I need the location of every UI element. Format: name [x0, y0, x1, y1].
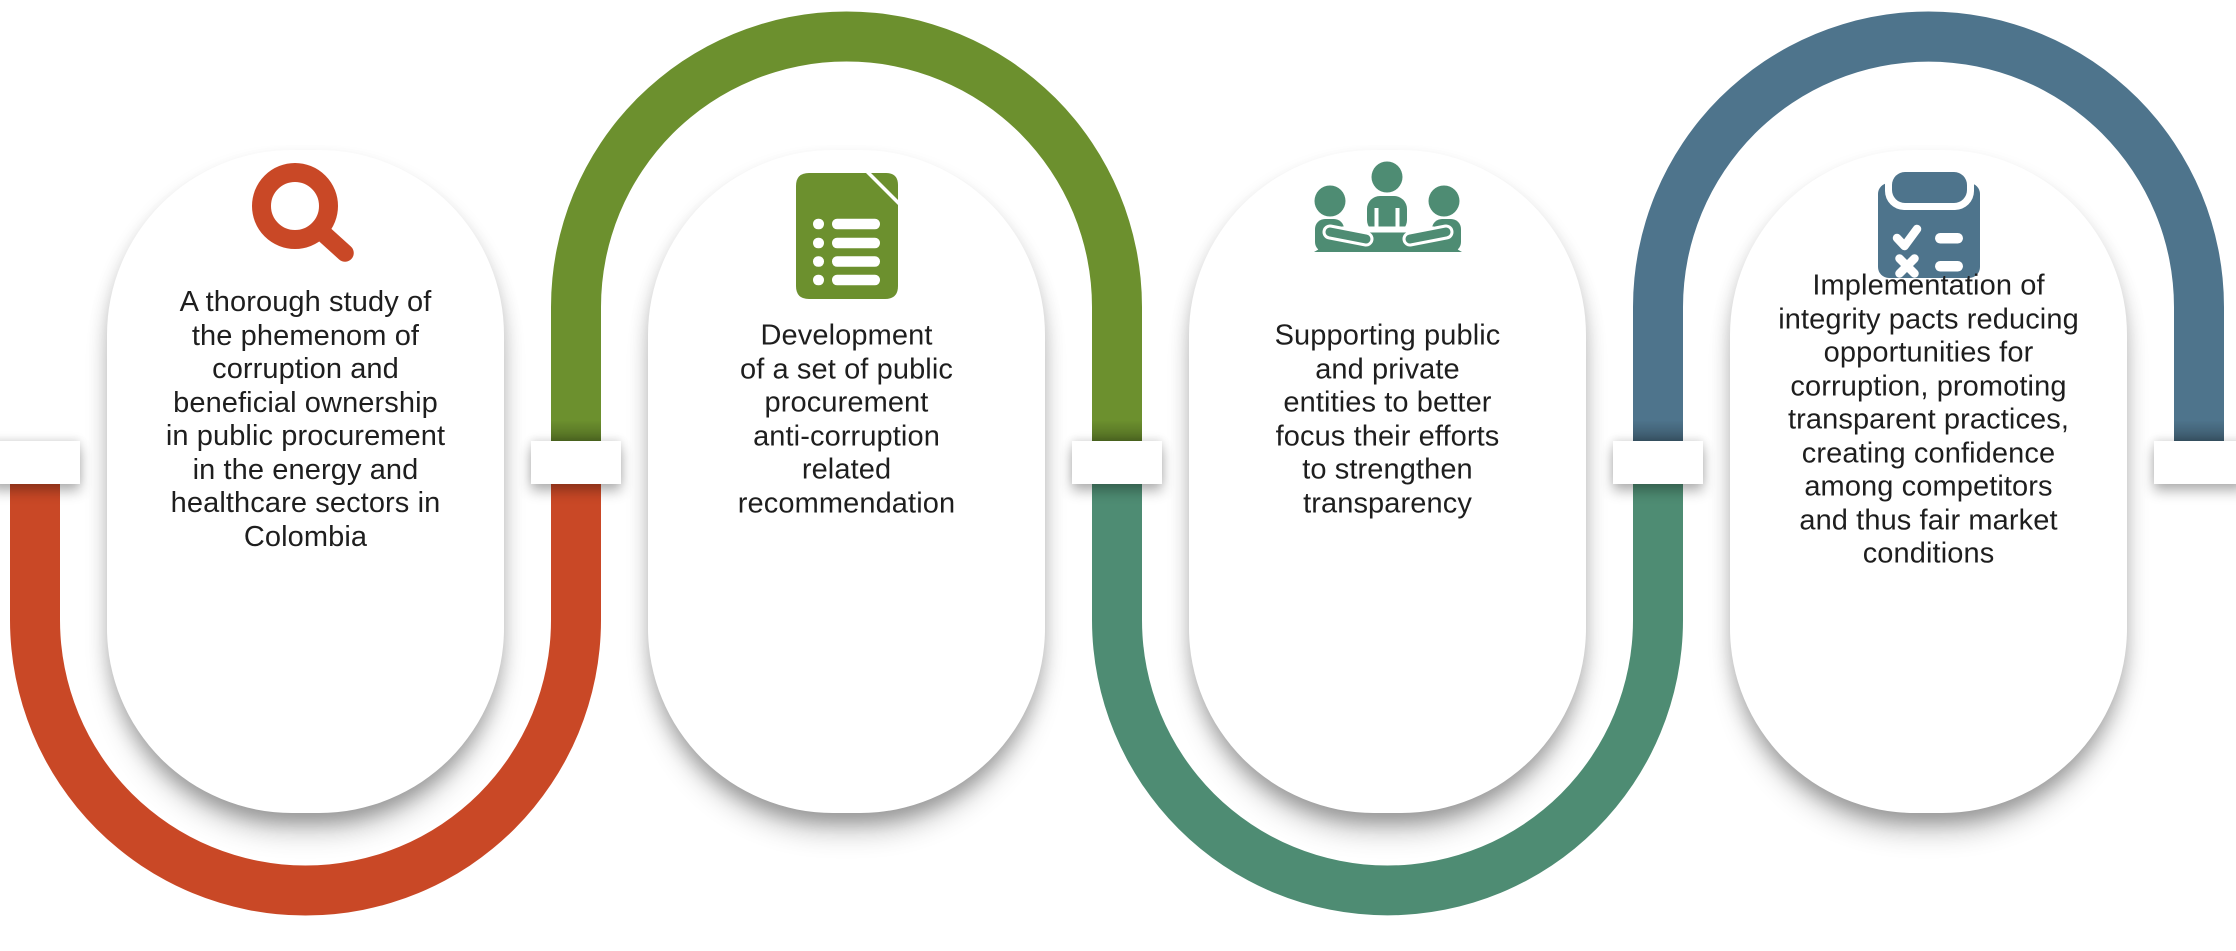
leg-shade: [551, 420, 601, 442]
step-card-1: A thorough study of the phemenom of corr…: [107, 150, 504, 813]
step-text-1: A thorough study of the phemenom of corr…: [165, 286, 446, 553]
step-card-3: Supporting public and private entities t…: [1189, 150, 1586, 813]
meeting-table-icon: [1313, 160, 1462, 257]
leg-shade: [2174, 420, 2224, 442]
ribbon-notch: [1072, 441, 1162, 484]
magnifier-icon: [246, 162, 366, 269]
step-text-3: Supporting public and private entities t…: [1274, 319, 1501, 520]
step-text-4: Implementation of integrity pacts reduci…: [1778, 269, 2079, 570]
ribbon-notch: [1613, 441, 1703, 484]
ribbon-notch: [2154, 441, 2236, 484]
step-text-2: Development of a set of public procureme…: [737, 319, 956, 520]
document-list-icon: [795, 173, 898, 304]
step-card-2: Development of a set of public procureme…: [648, 150, 1045, 813]
ribbon-notch: [531, 441, 621, 484]
step-card-4: Implementation of integrity pacts reduci…: [1730, 150, 2127, 813]
ribbon-notch: [0, 441, 80, 484]
leg-shade: [1092, 420, 1142, 442]
leg-shade: [1633, 420, 1683, 442]
checklist-clipboard-icon: [1877, 162, 1980, 283]
